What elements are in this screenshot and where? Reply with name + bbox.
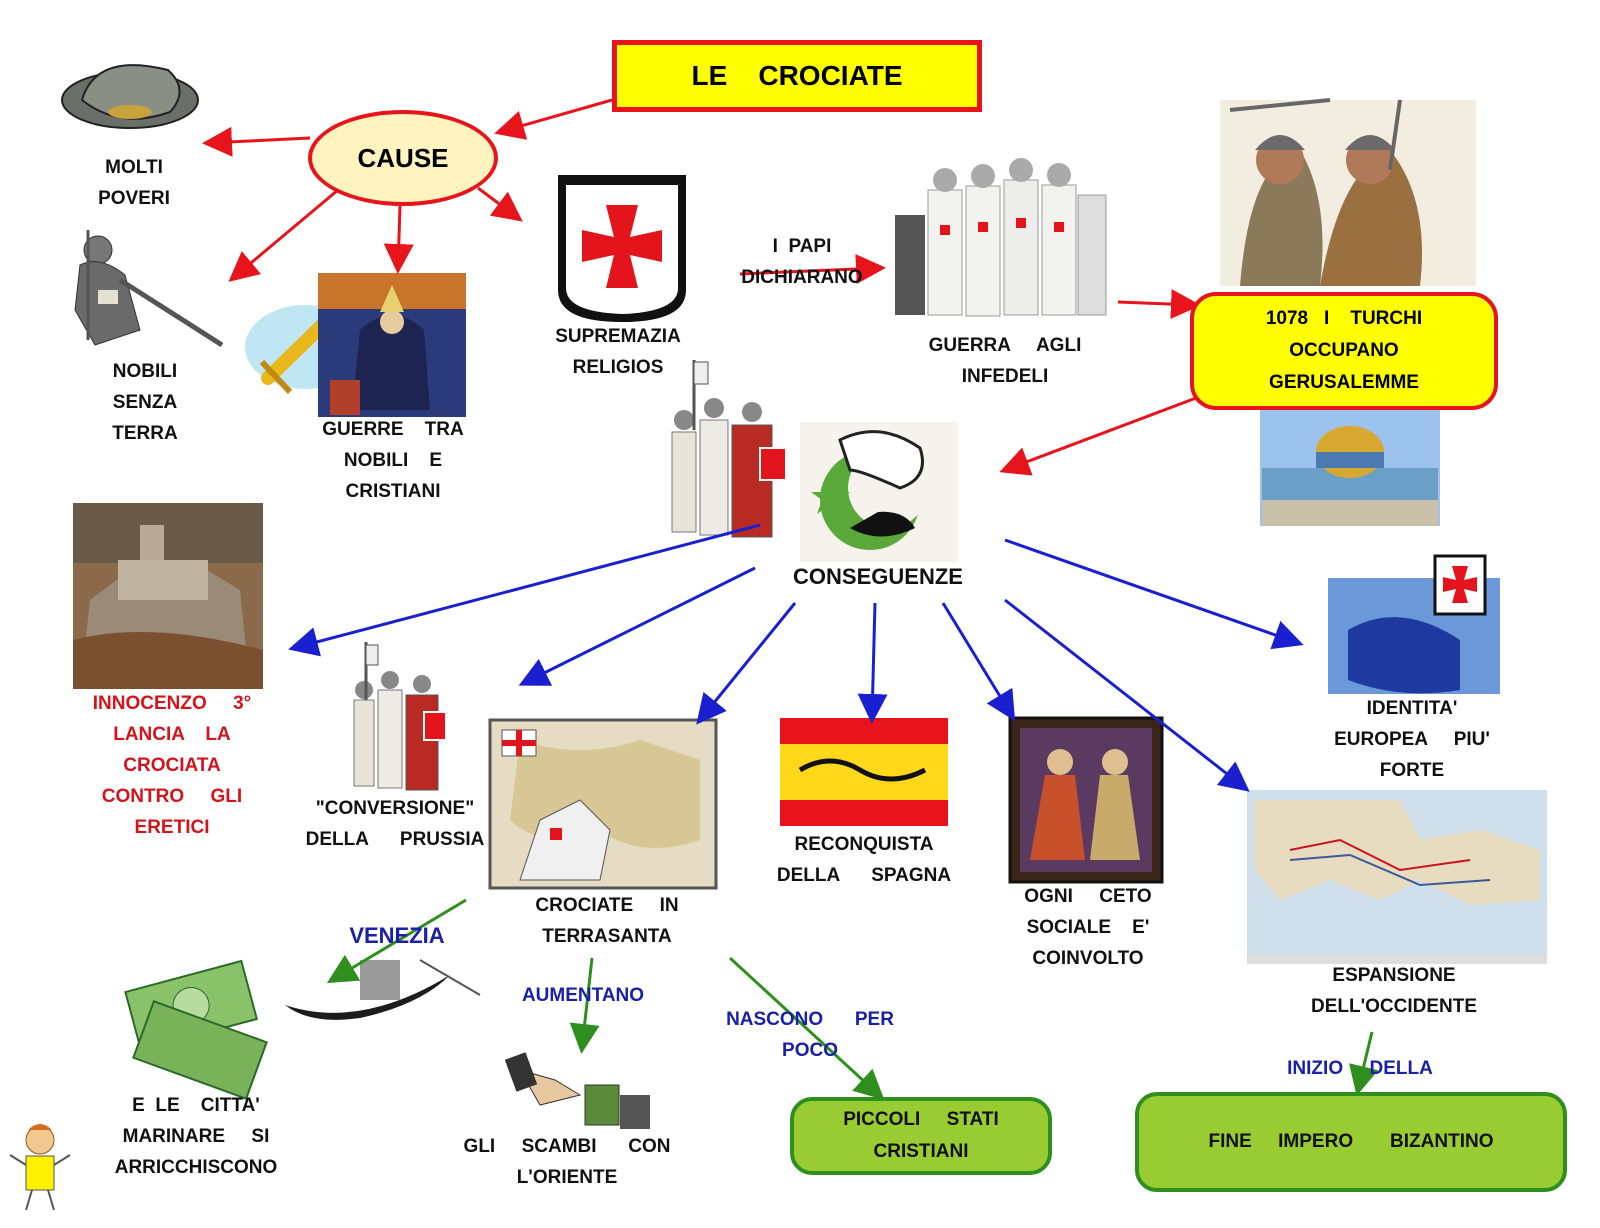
- spain-flag-icon: [780, 718, 948, 826]
- dome-of-the-rock-icon: [1260, 406, 1440, 526]
- start-of-label: INIZIO DELLA: [1287, 1058, 1433, 1079]
- arrow-to-reconquista: [857, 602, 888, 724]
- holy-land-crusades-label: CROCIATE IN TERRASANTA: [535, 895, 679, 947]
- innocent-crusade-label: INNOCENZO 3° LANCIA LA CROCIATA CONTRO G…: [92, 693, 252, 838]
- eu-flag-icon: [1328, 554, 1500, 694]
- crusaders-icon: [671, 360, 787, 538]
- turks-occupy-box: 1078 I TURCHI OCCUPANO GERUSALEMME: [1190, 292, 1498, 410]
- cause-wars-label: GUERRE TRA NOBILI E CRISTIANI: [322, 419, 464, 502]
- arrow-title-cause: [494, 98, 613, 140]
- money-icon: [124, 959, 268, 1100]
- pope-icon: [318, 273, 466, 417]
- arrow-to-identity: [1004, 538, 1304, 650]
- end-byzantine-empire-box: FINE IMPERO BIZANTINO: [1135, 1092, 1567, 1192]
- arrow-war-turks: [1117, 289, 1201, 320]
- small-christian-states-label: PICCOLI STATI CRISTIANI: [843, 1109, 999, 1162]
- arrow-turks-consequences: [999, 396, 1197, 476]
- arrow-cause-poor: [202, 126, 311, 157]
- templar-shield-icon: [558, 175, 686, 322]
- handshake-icon: [504, 1052, 650, 1129]
- social-class-label: OGNI CETO SOCIALE E' COINVOLTO: [1024, 886, 1152, 969]
- medieval-figures-icon: [1008, 716, 1164, 884]
- maritime-cities-label: E LE CITTA' MARINARE SI ARRICCHISCONO: [114, 1095, 278, 1178]
- popes-declare-label: I PAPI DICHIARANO: [741, 236, 863, 288]
- arrow-to-small-states: [728, 956, 885, 1101]
- arrow-cause-supremacy: [477, 186, 523, 222]
- arrow-to-holy-land: [696, 602, 797, 725]
- gondola-icon: [285, 959, 481, 1020]
- consequences-label: CONSEGUENZE: [793, 564, 963, 589]
- arrow-cause-landless: [228, 188, 339, 282]
- cause-label: CAUSE: [357, 142, 449, 173]
- born-briefly-label: NASCONO PER POCO: [726, 1009, 894, 1061]
- cause-landless-label: NOBILI SENZA TERRA: [112, 361, 178, 444]
- turks-occupy-label: 1078 I TURCHI OCCUPANO GERUSALEMME: [1265, 308, 1423, 393]
- arrow-to-end-empire: [1349, 1031, 1379, 1096]
- title-text: LE CROCIATE: [691, 60, 903, 91]
- castle-icon: [73, 503, 263, 689]
- title-box: LE CROCIATE: [612, 40, 982, 112]
- cause-poor-label: MOLTI POVERI: [98, 157, 170, 209]
- map-icon: [488, 718, 718, 890]
- increase-label: AUMENTANO: [521, 985, 645, 1006]
- crusaders-icon: [353, 642, 447, 791]
- arrow-to-venezia: [326, 898, 467, 984]
- prussia-conversion-label: "CONVERSIONE" DELLA PRUSSIA: [305, 798, 485, 850]
- cause-supremacy-label: SUPREMAZIA RELIGIOS: [555, 326, 681, 378]
- hat-icon: [61, 64, 199, 129]
- arrow-to-prussia: [518, 566, 756, 686]
- arrow-to-social: [941, 602, 1016, 722]
- european-identity-label: IDENTITA' EUROPEA PIU' FORTE: [1334, 698, 1490, 781]
- arrow-to-exchanges: [569, 957, 600, 1054]
- crusaders-icon: [895, 158, 1107, 317]
- arrow-to-expansion: [1004, 598, 1250, 792]
- arrow-popes: [739, 254, 886, 285]
- venezia-label: VENEZIA: [349, 923, 445, 948]
- arrow-to-innocent: [288, 523, 761, 657]
- war-infidels-label: GUERRA AGLI INFEDELI: [928, 335, 1082, 387]
- kneeling-knight-icon: [74, 230, 224, 348]
- cause-node: CAUSE: [308, 110, 498, 206]
- reconquista-label: RECONQUISTA DELLA SPAGNA: [776, 834, 952, 886]
- end-byzantine-empire-label: FINE IMPERO BIZANTINO: [1208, 1131, 1494, 1152]
- turkish-warriors-icon: [1220, 98, 1476, 286]
- mascot-icon: [9, 1124, 71, 1211]
- small-christian-states-box: PICCOLI STATI CRISTIANI: [790, 1097, 1052, 1175]
- trade-exchanges-label: GLI SCAMBI CON L'ORIENTE: [463, 1136, 671, 1188]
- crescent-icon: [800, 422, 958, 562]
- mediterranean-map-icon: [1247, 790, 1547, 964]
- arrow-cause-wars: [383, 205, 414, 274]
- west-expansion-label: ESPANSIONE DELL'OCCIDENTE: [1310, 965, 1478, 1017]
